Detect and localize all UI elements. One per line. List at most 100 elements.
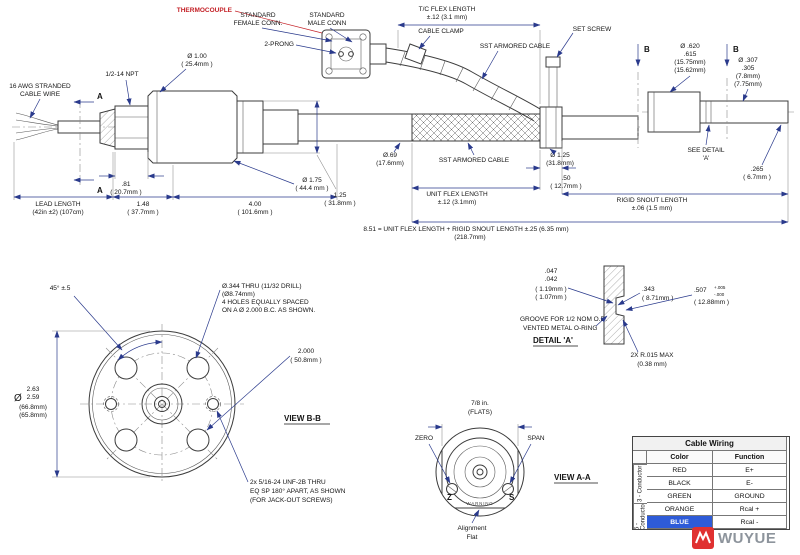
wiring-header-function: Function: [713, 451, 787, 464]
zero-label: ZERO: [415, 435, 433, 442]
lead-length-value: (42in ±2) (107cm): [32, 209, 83, 216]
dim-148-value: 1.48: [137, 201, 150, 208]
wiring-color-blue: BLUE: [647, 516, 713, 529]
see-detail-label-1: SEE DETAIL: [687, 147, 724, 154]
view-aa-title: VIEW A-A: [554, 473, 591, 482]
span-label: SPAN: [527, 435, 545, 442]
wuyue-logo: WUYUE: [692, 527, 776, 549]
bolt-circle-mm: ( 50.8mm ): [290, 357, 321, 364]
dia-620-value-1: Ø .620: [680, 43, 700, 50]
flange-od-mm-2: (65.8mm): [19, 412, 47, 419]
groove-root-value: .343: [642, 286, 655, 293]
overall-length-mm: (218.7mm): [454, 234, 485, 241]
dia-307-value-1: Ø .307: [738, 57, 758, 64]
dim-125-mm: ( 31.8mm ): [324, 200, 355, 207]
awg-cable-label-2: CABLE WIRE: [20, 91, 61, 98]
npt-thread-label: 1/2-14 NPT: [105, 71, 138, 78]
groove-radius-value: 2X R.015 MAX: [631, 352, 675, 359]
dim-125-value: 1.25: [334, 192, 347, 199]
cable-clamp-label: CABLE CLAMP: [418, 28, 464, 35]
tc-flex-length-value: ±.12 (3.1 mm): [427, 14, 467, 21]
dia-69-value: Ø.69: [383, 152, 397, 159]
groove-width-mm-1: ( 1.19mm ): [535, 286, 566, 293]
groove-root-mm: ( 8.71mm ): [642, 295, 673, 302]
section-b-left-label: B: [644, 45, 650, 54]
wiring-color-black: BLACK: [647, 477, 713, 490]
lead-length-label: LEAD LENGTH: [35, 201, 80, 208]
male-conn-label-1: STANDARD: [309, 12, 345, 19]
view-aa: Z S WARNING 7/8 in. (FLATS) ZERO SPAN VI…: [415, 400, 598, 541]
overall-length-note: 8.51 = UNIT FLEX LENGTH + RIGID SNOUT LE…: [363, 226, 568, 233]
cable-wiring-table: Cable Wiring Color Function 3 - Conducto…: [632, 436, 790, 530]
section-marks: A A B B: [73, 44, 739, 195]
section-a-bottom-label: A: [97, 186, 103, 195]
wuyue-logo-icon: [692, 527, 714, 549]
jack-screw-note-2: EQ SP 180° APART, AS SHOWN: [250, 487, 346, 495]
male-conn-label-2: MALE CONN: [308, 20, 347, 27]
unit-flex-length-label: UNIT FLEX LENGTH: [426, 191, 488, 198]
dim-400-mm: ( 101.6mm ): [237, 209, 272, 216]
dim-265-value: .265: [751, 166, 764, 173]
dia-100-value: Ø 1.00: [187, 53, 207, 60]
thermocouple-assembly: [321, 29, 541, 122]
thermocouple-label: THERMOCOUPLE: [177, 7, 233, 14]
bolt-holes-note-2: (Ø8.74mm): [222, 291, 255, 298]
groove-od-mm: ( 12.88mm ): [694, 299, 729, 306]
snout-end-view: [637, 72, 797, 148]
dia-307-value-2: .305: [742, 65, 755, 72]
see-detail-label-2: 'A': [703, 155, 710, 162]
wiring-function-eminus: E-: [713, 477, 787, 490]
wiring-header-color: Color: [647, 451, 713, 464]
detail-a-title: DETAIL 'A': [533, 336, 573, 345]
groove-note-2: VENTED METAL O-RING: [523, 325, 597, 332]
wuyue-logo-text: WUYUE: [718, 529, 777, 547]
span-s-mark: S: [509, 493, 515, 502]
groove-note-1: GROOVE FOR 1/2 NOM O.D.: [520, 316, 607, 323]
awg-cable-label-1: 16 AWG STRANDED: [9, 83, 71, 90]
groove-od-tol-plus: +.005: [714, 285, 726, 290]
wiring-group-3-conductor: 3 - Conductor: [633, 464, 647, 503]
view-bb-title: VIEW B-B: [284, 414, 321, 423]
jack-screw-note-1: 2x 5/16-24 UNF-2B THRU: [250, 479, 326, 486]
wiring-color-red: RED: [647, 464, 713, 477]
dia-125-right-mm: (31.8mm): [546, 160, 574, 167]
female-conn-label-1: STANDARD: [240, 12, 276, 19]
sst-armored-cable-mid-label: SST ARMORED CABLE: [439, 157, 510, 164]
flats-dim-value: 7/8 in.: [471, 400, 489, 407]
groove-od-tol-minus: -.000: [714, 292, 725, 297]
wiring-header-spacer: [633, 451, 647, 464]
view-bb: 45° ±.5 Ø.344 THRU (11/32 DRILL) (Ø8.74m…: [14, 283, 346, 504]
bolt-circle-value: 2.000: [298, 348, 315, 355]
angle-45-label: 45° ±.5: [50, 284, 71, 292]
dia-175-mm: ( 44.4 mm ): [295, 185, 328, 192]
tc-flex-length-label: T/C FLEX LENGTH: [419, 6, 476, 13]
groove-width-value-2: .042: [545, 276, 558, 283]
flange-od-value-2: 2.59: [27, 394, 40, 401]
dim-265-mm: ( 6.7mm ): [743, 174, 771, 181]
section-b-right-label: B: [733, 45, 739, 54]
dia-620-value-2: .615: [684, 51, 697, 58]
bolt-holes-note-3: 4 HOLES EQUALLY SPACED: [222, 299, 309, 306]
alignment-flat-label-2: Flat: [467, 534, 478, 541]
wiring-function-eplus: E+: [713, 464, 787, 477]
dia-125-right-value: Ø 1.25: [550, 152, 570, 159]
dia-307-mm-1: (7.8mm): [736, 73, 760, 80]
dim-50-mm: ( 12.7mm ): [550, 183, 581, 190]
assembly-dimensions: .81 ( 20.7mm ) LEAD LENGTH (42in ±2) (10…: [13, 100, 789, 241]
dim-148-mm: ( 37.7mm ): [127, 209, 158, 216]
wiring-function-ground: GROUND: [713, 490, 787, 503]
wiring-function-rcal-minus: Rcal -: [713, 516, 787, 529]
groove-width-value-1: .047: [545, 268, 558, 275]
dia-620-mm-1: (15.75mm): [674, 59, 705, 66]
wiring-color-orange: ORANGE: [647, 503, 713, 516]
warning-ring-text: WARNING: [466, 501, 493, 506]
bolt-holes-note-1: Ø.344 THRU (11/32 DRILL): [222, 283, 302, 290]
sst-armored-cable-top-label: SST ARMORED CABLE: [480, 43, 551, 50]
flange-od-value-1: 2.63: [27, 386, 40, 393]
bolt-holes-note-4: ON A Ø 2.000 B.C. AS SHOWN.: [222, 307, 315, 314]
groove-od-value: .507: [694, 287, 707, 294]
wiring-group-5-conductor: 5 - Conductor: [633, 503, 647, 529]
dim-400-value: 4.00: [249, 201, 262, 208]
rigid-snout-length-label: RIGID SNOUT LENGTH: [617, 197, 688, 204]
